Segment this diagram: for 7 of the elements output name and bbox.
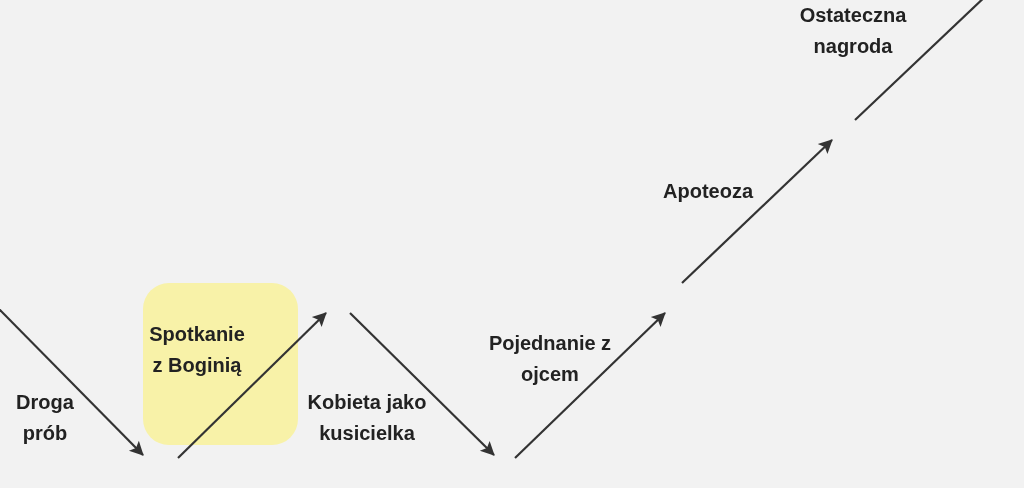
stage-label: Droga prób bbox=[15, 390, 75, 446]
highlight-box bbox=[143, 283, 298, 445]
stage-label: Kobieta jako kusicielka bbox=[306, 390, 428, 446]
stage-label: Pojednanie z ojcem bbox=[487, 331, 613, 387]
stage-label: Apoteoza bbox=[662, 179, 755, 204]
stage-label: Ostateczna nagroda bbox=[798, 3, 908, 59]
stage-label: Spotkanie z Boginią bbox=[148, 322, 246, 378]
